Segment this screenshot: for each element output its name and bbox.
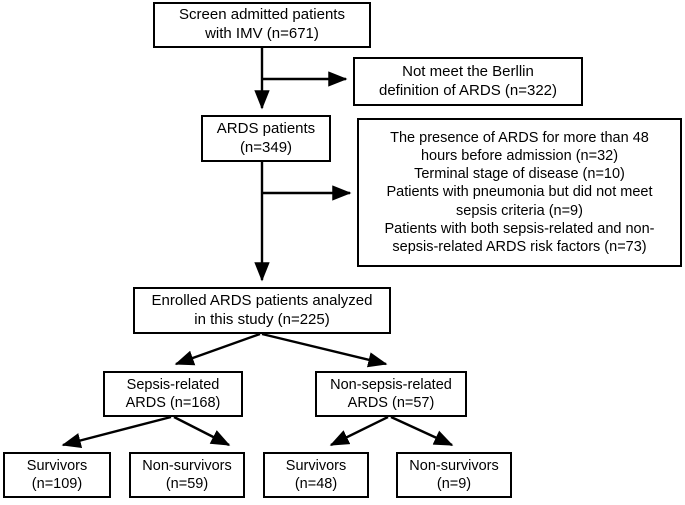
node-ards-patients: ARDS patients (n=349) [201,115,331,162]
node-screen-label: Screen admitted patients with IMV (n=671… [179,6,345,42]
node-enrolled-label: Enrolled ARDS patients analyzed in this … [151,291,373,328]
node-exclusion-criteria-label: The presence of ARDS for more than 48 ho… [384,129,655,256]
node-screen-admitted-patients: Screen admitted patients with IMV (n=671… [153,2,371,48]
node-not-meet-berlin-label: Not meet the Berllin definition of ARDS … [378,62,558,99]
edge-enrolled-to-sepsis-related [174,332,261,366]
edge-non-sepsis-to-survivors [329,415,389,447]
node-non-sepsis-related-label: Non-sepsis-related ARDS (n=57) [330,376,452,411]
node-non-survivors-non-sepsis-label: Non-survivors (n=9) [409,457,499,492]
edge-sepsis-to-non-survivors [173,415,231,447]
edge-sepsis-to-survivors [61,415,172,448]
node-enrolled-ards-patients: Enrolled ARDS patients analyzed in this … [133,287,391,334]
node-sepsis-related-label: Sepsis-related ARDS (n=168) [125,376,221,411]
node-exclusion-criteria: The presence of ARDS for more than 48 ho… [357,118,682,267]
node-survivors-sepsis-label: Survivors (n=109) [26,457,88,492]
node-non-survivors-non-sepsis: Non-survivors (n=9) [396,452,512,498]
edge-enrolled-to-non-sepsis-related [261,332,388,368]
node-sepsis-related-ards: Sepsis-related ARDS (n=168) [103,371,243,417]
node-not-meet-berlin-definition: Not meet the Berllin definition of ARDS … [353,57,583,106]
node-non-survivors-sepsis-label: Non-survivors (n=59) [142,457,232,492]
node-survivors-sepsis: Survivors (n=109) [3,452,111,498]
node-survivors-non-sepsis: Survivors (n=48) [263,452,369,498]
node-survivors-non-sepsis-label: Survivors (n=48) [285,457,347,492]
node-non-sepsis-related-ards: Non-sepsis-related ARDS (n=57) [315,371,467,417]
node-ards-patients-label: ARDS patients (n=349) [216,119,316,156]
edge-non-sepsis-to-non-survivors [390,415,454,447]
node-non-survivors-sepsis: Non-survivors (n=59) [129,452,245,498]
